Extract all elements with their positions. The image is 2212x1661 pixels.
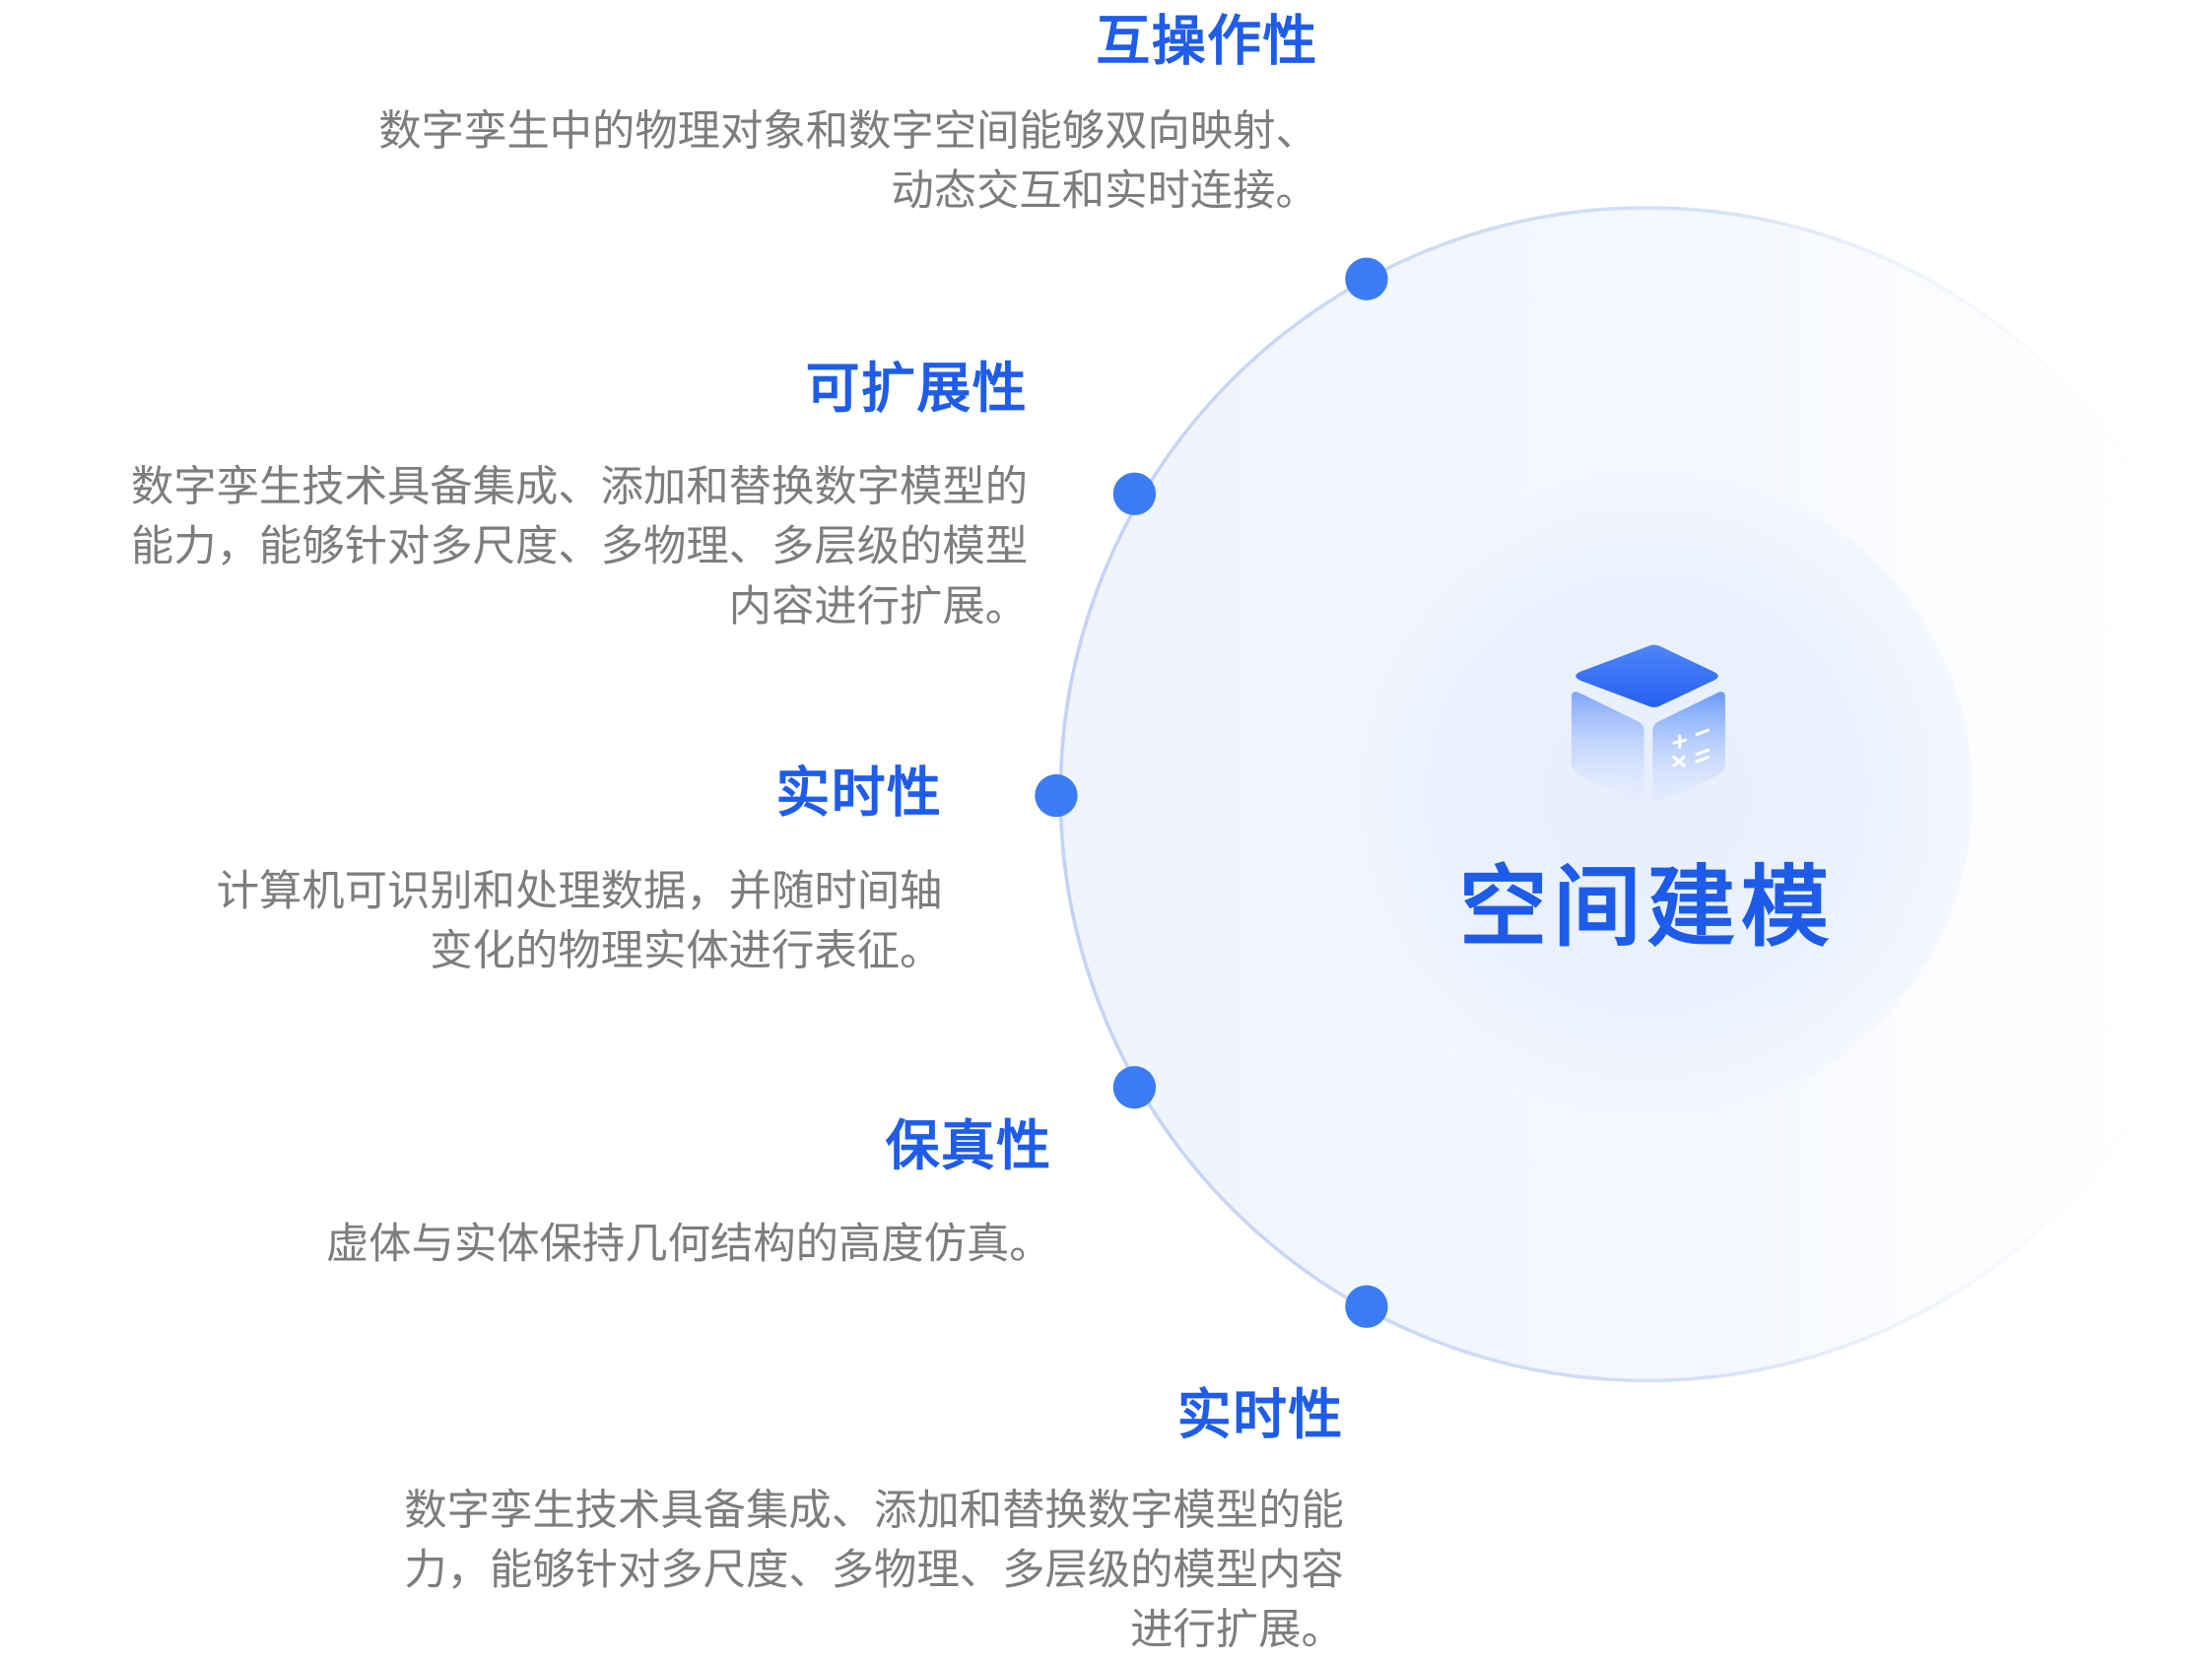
feature-title-3: 实时性	[775, 761, 943, 825]
feature-block-5: 实时性 数字孪生技术具备集成、添加和替换数字模型的能 力，能够针对多尺度、多物理…	[404, 1382, 1344, 1661]
feature-desc-2-line-2: 能力，能够针对多尺度、多物理、多层级的模型	[130, 522, 1029, 572]
feature-desc-5: 数字孪生技术具备集成、添加和替换数字模型的能 力，能够针对多尺度、多物理、多层级…	[404, 1482, 1344, 1661]
feature-title-1: 互操作性	[1096, 10, 1318, 73]
node-dot-5	[1345, 1285, 1388, 1328]
feature-desc-2: 数字孪生技术具备集成、添加和替换数字模型的 能力，能够针对多尺度、多物理、多层级…	[131, 458, 1028, 637]
feature-desc-5-line-1: 数字孪生技术具备集成、添加和替换数字模型的能	[404, 1486, 1344, 1536]
feature-block-1: 互操作性 数字孪生中的物理对象和数字空间能够双向映射、 动态交互和实时连接。	[378, 9, 1318, 223]
feature-block-4: 保真性 虚体与实体保持几何结构的高度仿真。	[326, 1113, 1052, 1276]
feature-desc-1-line-2: 动态交互和实时连接。	[891, 166, 1318, 217]
center-title: 空间建模	[1458, 855, 1836, 960]
node-dot-4	[1112, 1066, 1157, 1109]
feature-desc-4-line-1: 虚体与实体保持几何结构的高度仿真。	[325, 1220, 1052, 1270]
feature-title-5: 实时性	[1176, 1383, 1344, 1446]
node-dot-1	[1345, 257, 1388, 300]
cube-calculator-icon	[1571, 644, 1725, 803]
feature-block-2: 可扩展性 数字孪生技术具备集成、添加和替换数字模型的 能力，能够针对多尺度、多物…	[131, 356, 1028, 637]
feature-desc-1: 数字孪生中的物理对象和数字空间能够双向映射、 动态交互和实时连接。	[378, 102, 1318, 222]
node-dot-3	[1035, 773, 1078, 818]
feature-desc-5-line-2: 力，能够针对多尺度、多物理、多层级的模型内容	[404, 1545, 1344, 1596]
node-dot-2	[1112, 472, 1157, 515]
feature-desc-3: 计算机可识别和处理数据，并随时间轴 变化的物理实体进行表征。	[217, 862, 943, 981]
feature-desc-1-line-1: 数字孪生中的物理对象和数字空间能够双向映射、	[378, 106, 1318, 157]
feature-title-4: 保真性	[885, 1114, 1052, 1177]
feature-desc-4: 虚体与实体保持几何结构的高度仿真。	[326, 1216, 1052, 1276]
inner-disc	[1320, 468, 1974, 1120]
feature-desc-5-line-3: 进行扩展。	[1130, 1605, 1344, 1656]
feature-block-3: 实时性 计算机可识别和处理数据，并随时间轴 变化的物理实体进行表征。	[217, 760, 943, 981]
feature-title-2: 可扩展性	[805, 357, 1029, 421]
feature-desc-2-line-1: 数字孪生技术具备集成、添加和替换数字模型的	[130, 462, 1029, 513]
feature-desc-2-line-3: 内容进行扩展。	[728, 581, 1029, 632]
feature-desc-3-line-2: 变化的物理实体进行表征。	[430, 926, 943, 977]
feature-desc-3-line-1: 计算机可识别和处理数据，并随时间轴	[216, 866, 943, 917]
